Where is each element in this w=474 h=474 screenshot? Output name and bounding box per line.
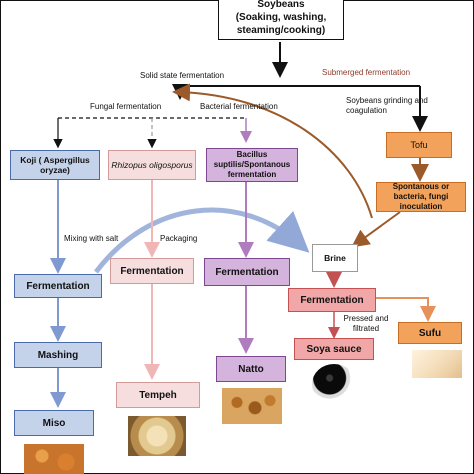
tempeh-photo — [128, 416, 186, 456]
soy-sauce-photo — [312, 364, 356, 404]
solid-state-label: Solid state fermentation — [140, 71, 225, 80]
bacillus-node: Bacillus suptilis/Spontanous fermentatio… — [206, 148, 298, 182]
solid-state-arrow — [172, 84, 280, 100]
fungal-label: Fungal fermentation — [90, 102, 162, 111]
miso-node: Miso — [14, 410, 94, 436]
grinding-label: Soybeans grinding and coagulation — [346, 96, 428, 115]
miso-photo — [24, 444, 84, 474]
soybeans-node: Soybeans (Soaking, washing, steaming/coo… — [218, 0, 344, 40]
spontaneous-node: Spontanous or bacteria, fungi inoculatio… — [376, 182, 466, 212]
mixing-salt-label: Mixing with salt — [64, 234, 119, 243]
submerged-label: Submerged fermentation — [322, 68, 411, 77]
fermentation-tempeh-node: Fermentation — [110, 258, 194, 284]
submerged-curve-arrow — [172, 83, 373, 219]
rhizopus-node: Rhizopus oligosporus — [108, 150, 196, 180]
spontaneous-to-brine-arrow — [351, 211, 401, 248]
natto-photo — [222, 388, 282, 424]
mashing-node: Mashing — [14, 342, 102, 368]
tempeh-node: Tempeh — [116, 382, 200, 408]
tofu-node: Tofu — [386, 132, 452, 158]
fermentation-brine-node: Fermentation — [288, 288, 376, 312]
natto-node: Natto — [216, 356, 286, 382]
brine-node: Brine — [312, 244, 358, 272]
packaging-label: Packaging — [160, 234, 198, 243]
bacterial-label: Bacterial fermentation — [200, 102, 278, 111]
ferm-to-sufu-arrow — [376, 297, 436, 322]
soya-sauce-node: Soya sauce — [294, 338, 374, 360]
sufu-node: Sufu — [398, 322, 462, 344]
salt-curve-arrow — [94, 207, 310, 274]
pressed-label: Pressed and filtrated — [343, 314, 389, 333]
sufu-photo — [412, 350, 462, 378]
fermentation-miso-node: Fermentation — [14, 274, 102, 298]
koji-node: Koji ( Aspergillus oryzae) — [10, 150, 100, 180]
fermentation-natto-node: Fermentation — [204, 258, 290, 286]
